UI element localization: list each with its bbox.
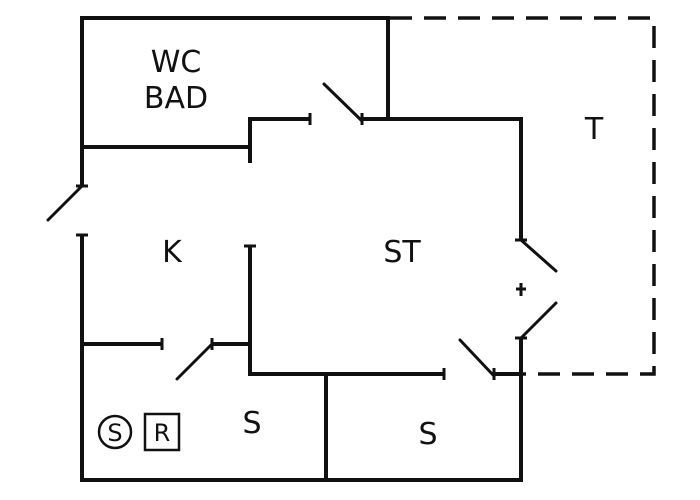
wc-label-line2: BAD xyxy=(144,81,208,116)
circle-symbol-label: S xyxy=(107,419,122,447)
living-door xyxy=(322,82,364,123)
bedroom-right-door xyxy=(458,338,496,378)
circle-symbol-outline xyxy=(97,414,133,450)
terrace-door-upper xyxy=(519,238,558,273)
terrace-label: T xyxy=(584,112,604,147)
bedroom-right-label: S xyxy=(418,417,437,452)
wc-label-line1: WC xyxy=(151,45,202,80)
doors xyxy=(46,82,558,381)
terrace-door-lower xyxy=(519,301,558,340)
interior-walls xyxy=(80,16,523,482)
terrace-outline xyxy=(390,16,656,376)
bedroom-left-door xyxy=(175,342,214,381)
bedroom-left-label: S xyxy=(242,406,261,441)
fixture-symbols: S R xyxy=(97,412,181,452)
exterior-walls xyxy=(80,16,523,482)
square-symbol-label: R xyxy=(154,419,171,447)
living-room-label: ST xyxy=(383,235,421,270)
square-symbol-outline xyxy=(143,412,181,452)
terrace-dashed-boundary xyxy=(390,16,656,376)
entrance-door xyxy=(46,184,84,222)
kitchen-label: K xyxy=(162,235,183,270)
room-labels: WC BAD T K ST S S xyxy=(144,45,604,452)
